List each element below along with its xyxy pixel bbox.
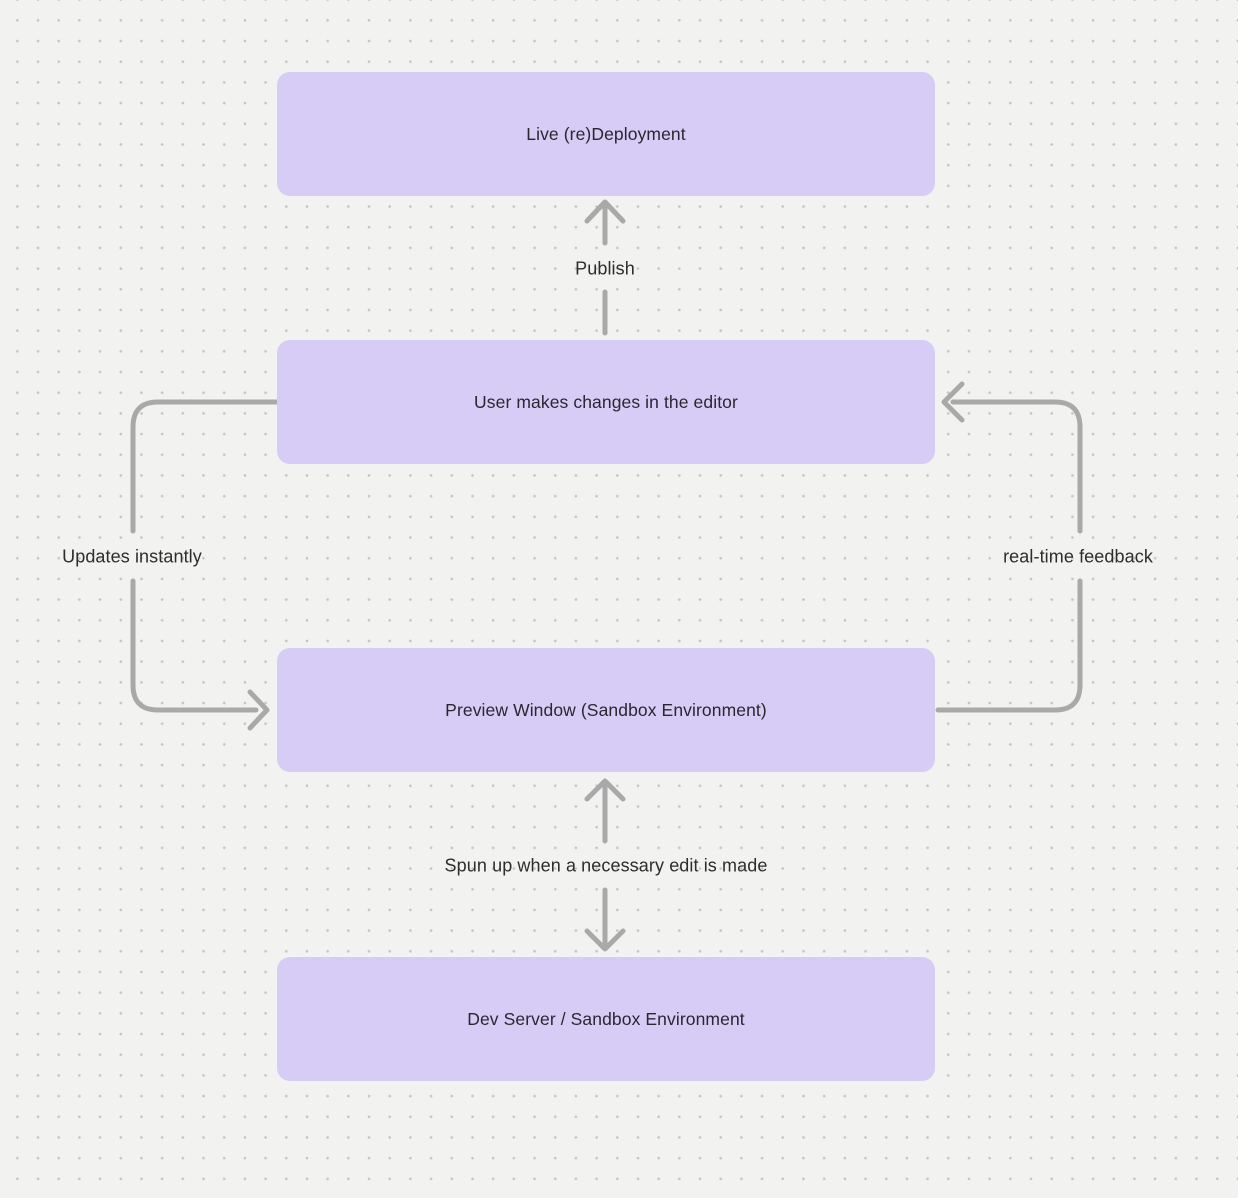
node-live-redeployment[interactable]: Live (re)Deployment [277, 72, 935, 196]
edge-label-publish: Publish [575, 258, 635, 279]
node-label: Dev Server / Sandbox Environment [467, 1008, 745, 1029]
node-label: Preview Window (Sandbox Environment) [445, 699, 767, 720]
edge-label-spun-up: Spun up when a necessary edit is made [444, 855, 768, 876]
edge-sandbox-sync-arrow[interactable] [584, 778, 626, 952]
arrow-stem [130, 578, 259, 713]
arrow-stem [950, 399, 1083, 534]
edge-updates-instantly-arrow[interactable] [130, 399, 280, 731]
arrow-head-right-icon [247, 689, 270, 731]
edge-label-updates-instantly: Updates instantly [62, 546, 202, 567]
edge-publish-arrow[interactable] [584, 199, 626, 336]
node-dev-server[interactable]: Dev Server / Sandbox Environment [277, 957, 935, 1081]
node-label: User makes changes in the editor [474, 391, 738, 412]
edge-realtime-feedback-arrow[interactable] [935, 381, 1083, 713]
node-preview-window[interactable]: Preview Window (Sandbox Environment) [277, 648, 935, 772]
edge-label-realtime-feedback: real-time feedback [1003, 546, 1153, 567]
arrow-stem [935, 578, 1083, 713]
arrow-head-down-icon [584, 928, 626, 952]
node-label: Live (re)Deployment [526, 123, 686, 144]
node-user-edits[interactable]: User makes changes in the editor [277, 340, 935, 464]
arrow-head-left-icon [941, 381, 965, 423]
arrow-stem [130, 399, 280, 534]
